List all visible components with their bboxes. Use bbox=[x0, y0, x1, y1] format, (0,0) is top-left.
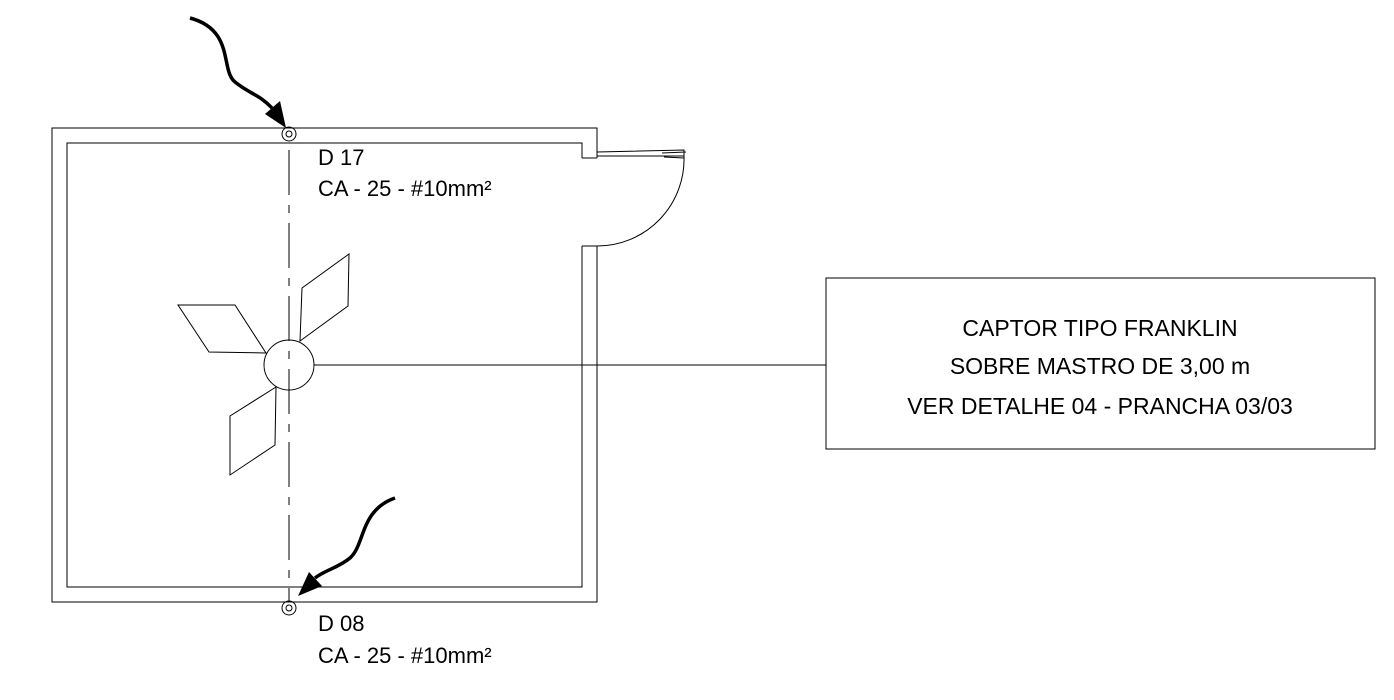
captor-vane-left bbox=[177, 304, 267, 354]
outer-wall bbox=[51, 127, 598, 603]
captor-note-line-2: SOBRE MASTRO DE 3,00 m bbox=[950, 353, 1250, 379]
down-conductor-bottom-id: D 08 bbox=[318, 611, 364, 636]
captor-vane-upper-right bbox=[299, 253, 350, 343]
door-leaf-detail-2 bbox=[663, 156, 685, 159]
door-swing-arc bbox=[596, 155, 685, 247]
arrow-bottom-icon bbox=[298, 496, 396, 596]
inner-wall bbox=[66, 142, 583, 588]
down-conductor-top-spec: CA - 25 - #10mm² bbox=[318, 176, 492, 201]
captor-vane-lower-left bbox=[229, 386, 277, 476]
grounding-point-top bbox=[281, 126, 297, 142]
captor-note-box bbox=[825, 277, 1376, 450]
down-conductor-bottom-spec: CA - 25 - #10mm² bbox=[318, 643, 492, 668]
captor-note-line-1: CAPTOR TIPO FRANKLIN bbox=[962, 315, 1237, 341]
captor-note-line-3: VER DETALHE 04 - PRANCHA 03/03 bbox=[907, 393, 1293, 419]
down-conductor-top-id: D 17 bbox=[318, 145, 364, 170]
door-leaf-detail bbox=[661, 151, 687, 154]
arrow-top-icon bbox=[189, 16, 286, 128]
grounding-point-bottom bbox=[281, 600, 297, 616]
